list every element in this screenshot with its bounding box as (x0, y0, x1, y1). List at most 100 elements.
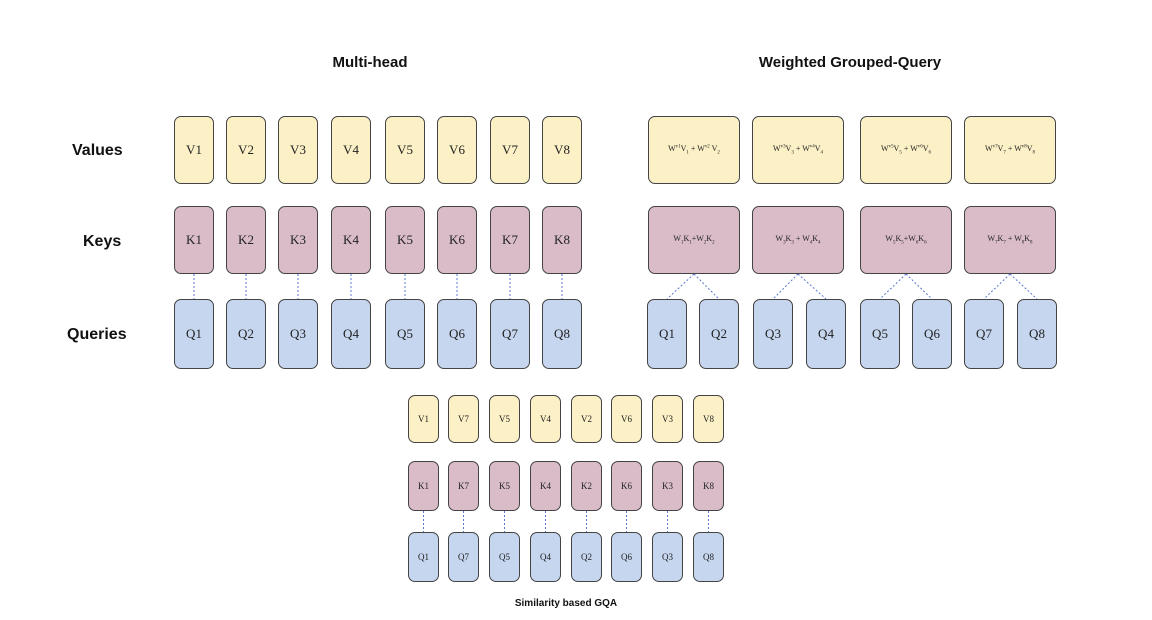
wgqa-query-box: Q2 (699, 299, 739, 369)
wgqa-value-box-sup: v3 (780, 144, 786, 150)
sgqa-query-box: Q3 (652, 532, 683, 582)
wgqa-value-box-part: V (997, 144, 1004, 154)
mh-key-box-part: 5 (406, 232, 413, 247)
sgqa-query-box-part: 5 (505, 552, 511, 562)
mh-key-box: K8 (542, 206, 582, 274)
mh-key-box-part: K (186, 232, 196, 247)
wgqa-key-box: W1K1+W2K2 (648, 206, 740, 274)
wgqa-value-box-part: W (985, 144, 993, 154)
sgqa-query-box-part: Q (458, 552, 465, 562)
sgqa-query-box-part: Q (418, 552, 425, 562)
wgqa-value-box-part: V (814, 144, 821, 154)
wgqa-value-box-part: W (910, 144, 918, 154)
sgqa-key-box-part: K (418, 481, 425, 491)
sgqa-query-box-part: 3 (668, 552, 674, 562)
mh-query-box: Q2 (226, 299, 266, 369)
sgqa-key-box: K2 (571, 461, 602, 511)
wgqa-query-box: Q5 (860, 299, 900, 369)
wgqa-kq-link (772, 273, 799, 300)
sgqa-query-box-part: Q (621, 552, 628, 562)
wgqa-key-box-sub: 7 (995, 240, 998, 246)
mh-key-box: K3 (278, 206, 318, 274)
wgqa-query-box-part: 1 (668, 326, 675, 341)
mh-query-box-part: 3 (299, 326, 306, 341)
mh-query-box-part: 5 (406, 326, 413, 341)
wgqa-query-box-part: 8 (1038, 326, 1045, 341)
mh-key-box-part: 6 (458, 232, 465, 247)
sgqa-value-box-part: 4 (546, 414, 552, 424)
sgqa-value-box-part: V (621, 414, 628, 424)
mh-query-box-part: Q (397, 326, 407, 341)
wgqa-kq-link (905, 273, 933, 300)
wgqa-value-box-sup: v7 (992, 144, 998, 150)
wgqa-key-box-part: W (775, 234, 784, 244)
wgqa-value-box-part: V (711, 144, 718, 154)
sgqa-value-box-part: V (662, 414, 669, 424)
mh-value-box-part: 1 (195, 142, 202, 157)
mh-value-box: V4 (331, 116, 371, 184)
sgqa-value-box-part: 6 (627, 414, 633, 424)
mh-key-box-part: K (290, 232, 300, 247)
mh-value-box: V1 (174, 116, 214, 184)
sgqa-value-box: V7 (448, 395, 479, 443)
wgqa-value-box: Wv3V3 + Wv4V4 (752, 116, 844, 184)
sgqa-query-box-part: Q (703, 552, 710, 562)
mh-key-box-part: K (449, 232, 459, 247)
sgqa-query-box-part: 8 (709, 552, 715, 562)
mh-value-box-part: 2 (247, 142, 254, 157)
wgqa-query-box-part: 2 (720, 326, 727, 341)
mh-query-box-part: Q (554, 326, 564, 341)
mh-key-box: K4 (331, 206, 371, 274)
wgqa-value-box-sub: 7 (1003, 150, 1006, 156)
wgqa-query-box: Q7 (964, 299, 1004, 369)
sgqa-value-box: V2 (571, 395, 602, 443)
sgqa-value-box: V5 (489, 395, 520, 443)
sgqa-value-box-part: 5 (505, 414, 511, 424)
mh-value-box-part: V (186, 142, 196, 157)
wgqa-query-box-part: Q (818, 326, 828, 341)
mh-value-box-part: V (449, 142, 459, 157)
wgqa-key-box: W3K3 + W4K4 (752, 206, 844, 274)
sgqa-key-box-part: K (540, 481, 547, 491)
mh-value-box: V2 (226, 116, 266, 184)
wgqa-key-box-part: W (885, 234, 893, 244)
sgqa-key-box-part: K (499, 481, 506, 491)
wgqa-key-box-part: K (895, 234, 902, 244)
mh-query-box-part: Q (290, 326, 300, 341)
mh-key-box: K5 (385, 206, 425, 274)
wgqa-value-box-part: V (893, 144, 900, 154)
mh-key-box: K6 (437, 206, 477, 274)
wgqa-key-box: W7K7 + W8K8 (964, 206, 1056, 274)
sgqa-query-box-part: 7 (464, 552, 470, 562)
wgqa-key-box-part: K (812, 234, 819, 244)
wgqa-value-box-sub: 5 (899, 150, 902, 156)
wgqa-kq-link (1009, 273, 1038, 300)
wgqa-value-box-sup: v8 (1021, 144, 1027, 150)
keys-row-label: Keys (83, 233, 122, 250)
weighted-gqa-title: Weighted Grouped-Query (758, 54, 942, 71)
wgqa-query-box-part: Q (976, 326, 986, 341)
sgqa-key-box-part: K (458, 481, 465, 491)
wgqa-value-box-part: + (688, 144, 698, 154)
wgqa-kq-link (879, 273, 907, 300)
mh-query-box-part: Q (502, 326, 512, 341)
sgqa-value-box-part: V (458, 414, 465, 424)
wgqa-value-box-sup: v1 (675, 144, 681, 150)
sgqa-key-box-part: K (703, 481, 710, 491)
mh-query-box-part: 7 (511, 326, 518, 341)
sgqa-key-box-part: 8 (709, 481, 715, 491)
sgqa-key-box-part: 1 (424, 481, 430, 491)
multi-head-title: Multi-head (332, 54, 408, 71)
wgqa-value-box-sub: 8 (1032, 150, 1035, 156)
wgqa-key-box-sub: 4 (809, 240, 813, 246)
sgqa-key-box-part: K (581, 481, 588, 491)
wgqa-query-box-part: 4 (827, 326, 834, 341)
sgqa-value-box-part: V (703, 414, 710, 424)
wgqa-value-box-sup: v4 (809, 144, 815, 150)
sgqa-query-box: Q7 (448, 532, 479, 582)
wgqa-query-box-part: 6 (933, 326, 940, 341)
wgqa-key-box-part: + (691, 234, 697, 244)
wgqa-key-box-sub: 5 (901, 240, 904, 246)
mh-key-box-part: 4 (352, 232, 359, 247)
mh-key-box: K2 (226, 206, 266, 274)
